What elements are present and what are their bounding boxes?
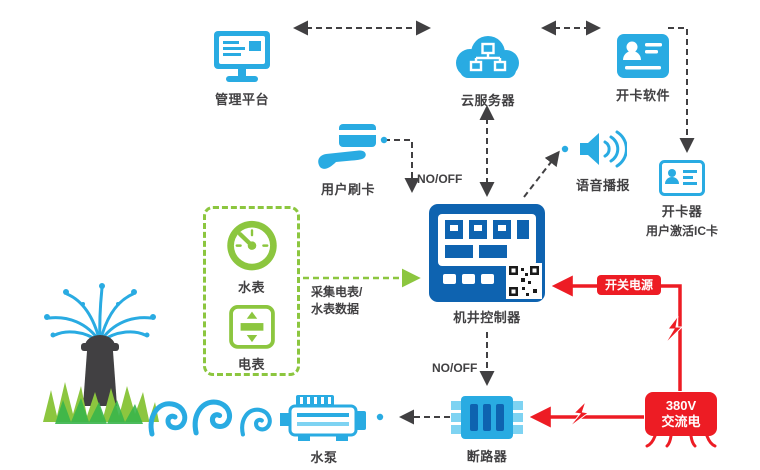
- node-voice-broadcast: 语音播报: [568, 128, 638, 194]
- monitor-icon: [214, 31, 270, 82]
- electric-meter-label: 电表: [237, 357, 265, 372]
- edge-software-reader: [668, 27, 695, 153]
- node-well-controller: 机井控制器: [429, 204, 545, 326]
- well-controller-label: 机井控制器: [453, 310, 521, 325]
- card-reader-icon: [659, 160, 705, 196]
- meters-group-box: 水表 电表: [203, 206, 300, 376]
- no-off-label-bottom: NO/OFF: [432, 361, 478, 375]
- power-box-pins: [645, 436, 717, 448]
- card-software-icon: [617, 34, 669, 78]
- grass-front: [55, 398, 143, 424]
- lightning-bolts: [568, 315, 684, 428]
- fountain-graphic: [43, 283, 159, 424]
- node-circuit-breaker: 断路器: [451, 395, 523, 465]
- node-water-pump: 水泵: [278, 394, 370, 466]
- ac-power-type: 交流电: [661, 414, 701, 429]
- ac-power-voltage: 380V: [665, 398, 697, 413]
- cloud-server-icon: [456, 36, 519, 78]
- node-card-software: 开卡软件: [599, 32, 687, 104]
- fountain-nozzle: [81, 335, 119, 406]
- card-software-label: 开卡软件: [615, 88, 670, 103]
- power-380v-box: 380V 交流电: [645, 392, 717, 436]
- management-platform-label: 管理平台: [214, 92, 269, 107]
- node-card-reader: 开卡器 用户激活IC卡: [637, 160, 727, 239]
- breaker-icon: [451, 396, 523, 439]
- water-meter-label: 水表: [237, 280, 265, 296]
- pump-icon: [280, 395, 366, 441]
- edge-swipe-controller: [384, 139, 420, 193]
- node-management-platform: 管理平台: [198, 30, 286, 108]
- hand-card-icon: [318, 124, 376, 169]
- switch-power-label: 开关电源: [597, 275, 662, 295]
- node-cloud-server: 云服务器: [443, 33, 533, 109]
- lightning-bolt-icon: [568, 401, 590, 428]
- grass-back: [43, 382, 159, 422]
- waves-graphic: [146, 392, 278, 438]
- user-swipe-card-label: 用户刷卡: [320, 182, 375, 197]
- node-user-swipe-card: 用户刷卡: [312, 124, 384, 198]
- cloud-server-label: 云服务器: [460, 93, 515, 108]
- edge-power-controller: [551, 275, 682, 391]
- node-ac-power: 380V 交流电: [645, 392, 717, 450]
- water-drops: [44, 283, 156, 338]
- water-spray: [47, 286, 153, 344]
- no-off-label-top: NO/OFF: [417, 172, 463, 186]
- controller-icon: [429, 204, 545, 302]
- voice-broadcast-label: 语音播报: [575, 178, 630, 193]
- qr-code: [506, 263, 542, 299]
- circuit-breaker-label: 断路器: [466, 449, 508, 464]
- card-reader-note: 用户激活IC卡: [645, 224, 718, 238]
- card-reader-label: 开卡器: [661, 204, 703, 219]
- lightning-bolt-icon: [664, 315, 684, 345]
- speaker-icon: [580, 130, 627, 168]
- water-pump-label: 水泵: [310, 450, 338, 465]
- edge-controller-voice: [523, 150, 560, 198]
- water-meter-gauge-icon: [226, 220, 277, 271]
- collect-data-label: 采集电表/ 水表数据: [311, 285, 363, 316]
- electric-meter-icon: [228, 305, 275, 349]
- connector-dots: [376, 136, 569, 421]
